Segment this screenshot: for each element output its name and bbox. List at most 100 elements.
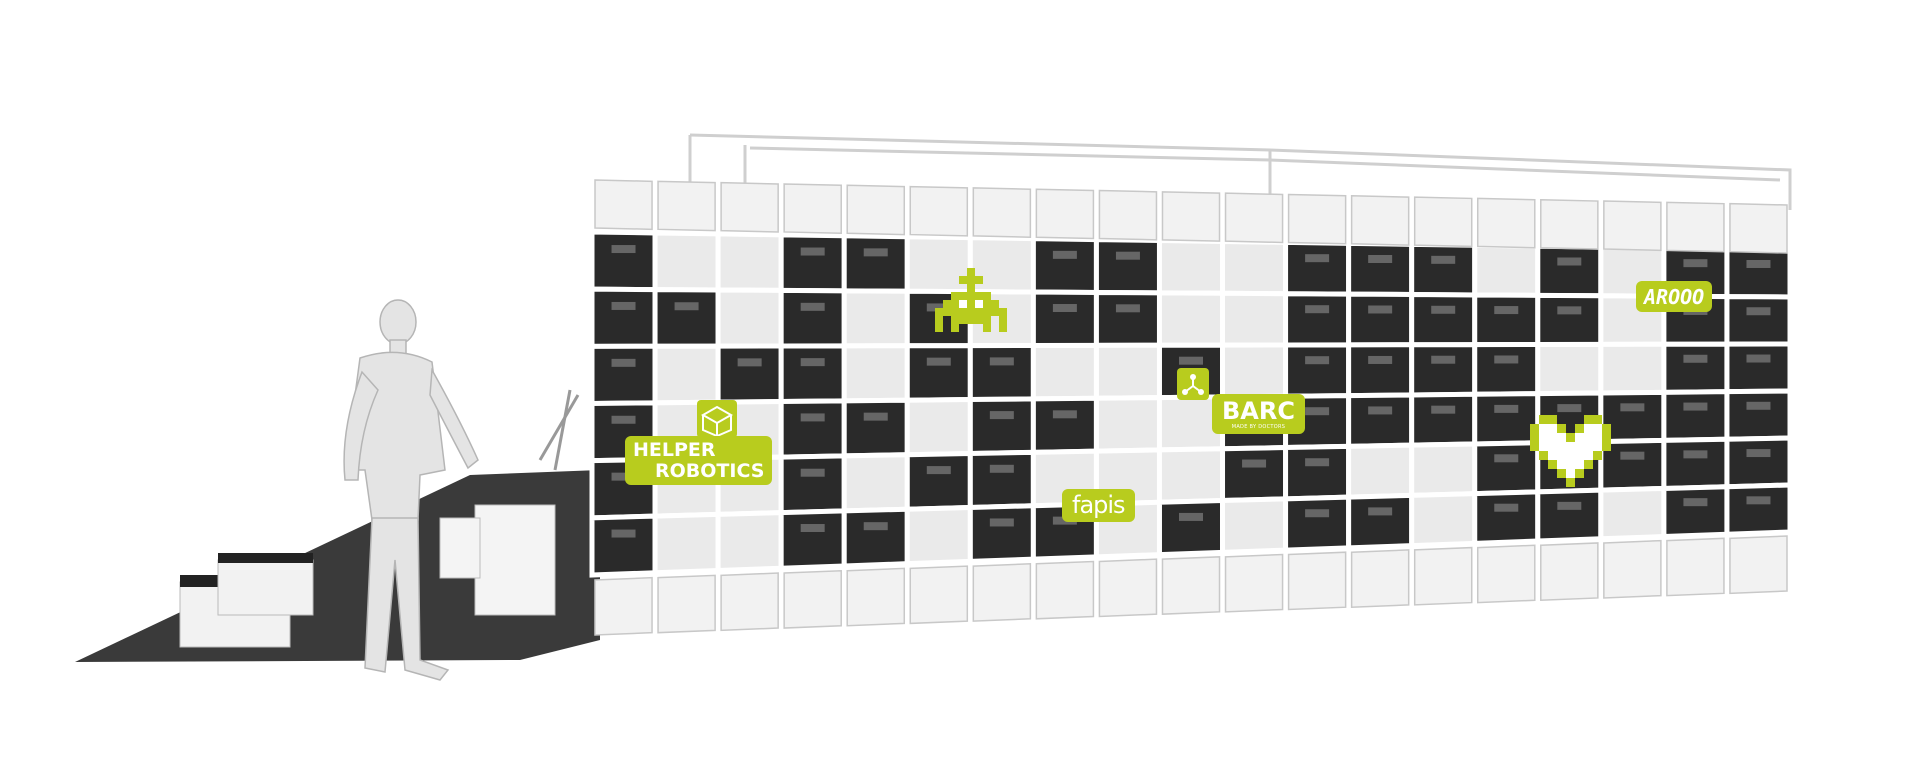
- white-crate: [657, 574, 716, 634]
- dark-crate: [1472, 292, 1541, 348]
- crate-stack: [439, 517, 481, 579]
- crate-handle: [800, 524, 825, 533]
- crate-handle: [1620, 403, 1645, 412]
- dark-crate: [778, 232, 847, 294]
- pixel: [975, 316, 983, 324]
- dark-crate: [1724, 294, 1793, 347]
- crate-handle: [1746, 401, 1771, 410]
- dark-crate: [1283, 494, 1352, 553]
- pixel: [1548, 460, 1557, 469]
- pixel: [983, 308, 991, 316]
- dark-crate: [841, 397, 910, 459]
- pixel: [1539, 415, 1548, 424]
- dark-crate: [1724, 388, 1793, 442]
- crate-handle: [1494, 404, 1519, 413]
- pixel: [1548, 442, 1557, 451]
- dark-crate: [1409, 342, 1478, 398]
- barc-sign: BARC MADE BY DOCTORS: [1212, 394, 1305, 434]
- barc-subtitle: MADE BY DOCTORS: [1231, 424, 1286, 430]
- stool: [217, 559, 314, 616]
- crate-handle: [1620, 451, 1645, 460]
- pixel: [1566, 433, 1575, 442]
- pixel-heart-icon: [1530, 415, 1611, 487]
- crate-handle: [1305, 356, 1330, 365]
- crate-handle: [989, 464, 1014, 473]
- crate-handle: [1431, 305, 1456, 314]
- crate-handle: [1494, 306, 1519, 315]
- white-crate: [1287, 551, 1347, 611]
- crate-handle: [1557, 306, 1582, 315]
- pixel: [999, 316, 1007, 324]
- white-crate: [1098, 189, 1158, 241]
- dark-crate: [1346, 342, 1415, 399]
- dark-crate: [1472, 440, 1541, 497]
- pixel: [959, 316, 967, 324]
- bottom-crate-row: [594, 535, 1788, 636]
- crate-handle: [1683, 450, 1708, 459]
- dark-crate: [1283, 342, 1352, 399]
- crate-handle: [926, 357, 951, 366]
- dark-crate: [1724, 246, 1793, 300]
- dark-crate: [841, 233, 910, 294]
- pixel: [967, 316, 975, 324]
- pixel: [967, 292, 975, 300]
- crate-handle: [800, 358, 825, 367]
- pixel: [975, 308, 983, 316]
- dark-crate: [1472, 341, 1541, 397]
- stool-top: [218, 553, 313, 563]
- open-cubby: [1409, 441, 1478, 498]
- pixel: [1557, 433, 1566, 442]
- crate-handle: [989, 411, 1014, 420]
- open-cubby: [1409, 491, 1478, 549]
- open-cubby: [1535, 341, 1604, 397]
- pole: [538, 394, 580, 461]
- white-crate: [594, 576, 653, 636]
- pixel: [951, 308, 959, 316]
- crate-handle: [863, 522, 888, 531]
- crate-handle: [1746, 354, 1771, 363]
- white-crate: [1350, 195, 1410, 246]
- crate-handle: [1431, 355, 1456, 364]
- pixel: [999, 308, 1007, 316]
- white-crate: [657, 180, 716, 232]
- dark-crate: [1409, 292, 1478, 348]
- aroo-title: AROOO: [1644, 285, 1705, 309]
- dark-crate: [1535, 487, 1604, 544]
- pixel: [1584, 451, 1593, 460]
- white-crate: [1287, 193, 1347, 245]
- crate-handle: [1368, 507, 1393, 516]
- pixel: [1593, 451, 1602, 460]
- open-cubby: [1472, 242, 1541, 298]
- pixel: [983, 300, 991, 308]
- crate-handle: [989, 518, 1014, 527]
- crate-handle: [863, 248, 888, 257]
- dark-crate: [778, 398, 847, 460]
- crate-handle: [1494, 355, 1519, 364]
- pixel: [983, 324, 991, 332]
- pixel: [1548, 415, 1557, 424]
- open-cubby: [1220, 238, 1289, 297]
- pixel: [1575, 424, 1584, 433]
- barc-title: BARC: [1222, 397, 1295, 425]
- crate-handle: [989, 357, 1014, 366]
- pixel: [943, 300, 951, 308]
- dark-crate: [589, 513, 658, 578]
- dark-crate: [967, 449, 1036, 511]
- pixel: [983, 316, 991, 324]
- crate-handle: [1431, 255, 1456, 264]
- crate-handle: [1494, 503, 1519, 512]
- white-crate: [1540, 198, 1599, 250]
- white-crate: [1161, 191, 1221, 242]
- white-crate: [1603, 200, 1662, 252]
- pixel: [1530, 433, 1539, 442]
- crate-handle: [611, 415, 636, 424]
- top-crate-row: [594, 179, 1788, 254]
- pixel: [935, 316, 943, 324]
- pixel: [1548, 451, 1557, 460]
- crate-handle: [1683, 498, 1708, 507]
- pixel: [1539, 424, 1548, 433]
- crate-handle: [1557, 257, 1582, 266]
- crate-handle: [1683, 259, 1708, 268]
- pixel: [967, 284, 975, 292]
- dark-crate: [1661, 341, 1730, 395]
